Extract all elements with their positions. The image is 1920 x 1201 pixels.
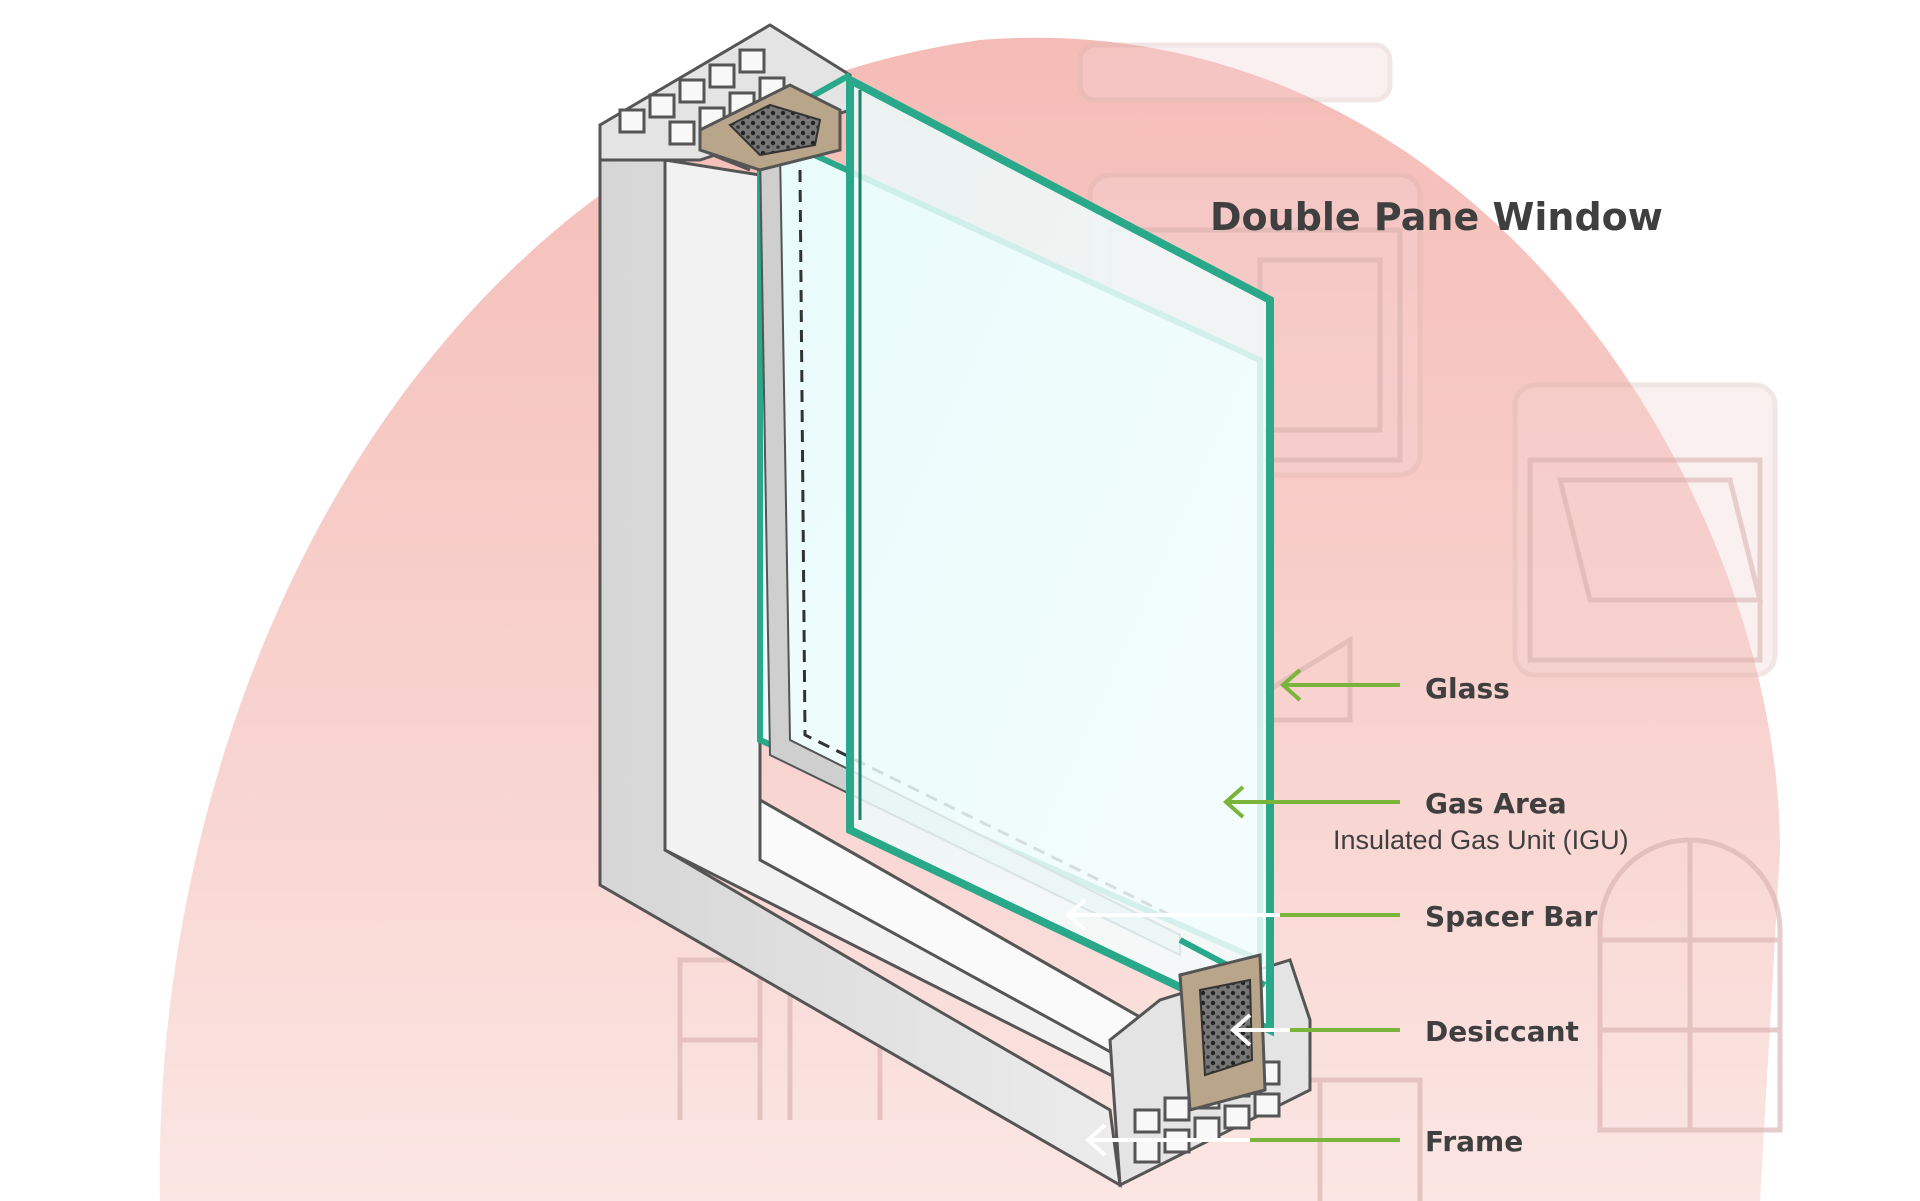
label-frame: Frame [1425, 1125, 1523, 1158]
label-spacer-bar: Spacer Bar [1425, 900, 1597, 933]
desiccant-top [698, 83, 842, 172]
spacer-bar-dashed [798, 169, 1171, 917]
label-gas-area-sub: Insulated Gas Unit (IGU) [1333, 825, 1629, 855]
diagram-title: Double Pane Window [1210, 195, 1663, 239]
label-desiccant: Desiccant [1425, 1015, 1579, 1048]
label-glass: Glass [1425, 672, 1510, 705]
desiccant-bottom [1178, 953, 1267, 1112]
leader-lines [1064, 668, 1400, 1157]
label-gas-area: Gas Area [1425, 787, 1567, 820]
